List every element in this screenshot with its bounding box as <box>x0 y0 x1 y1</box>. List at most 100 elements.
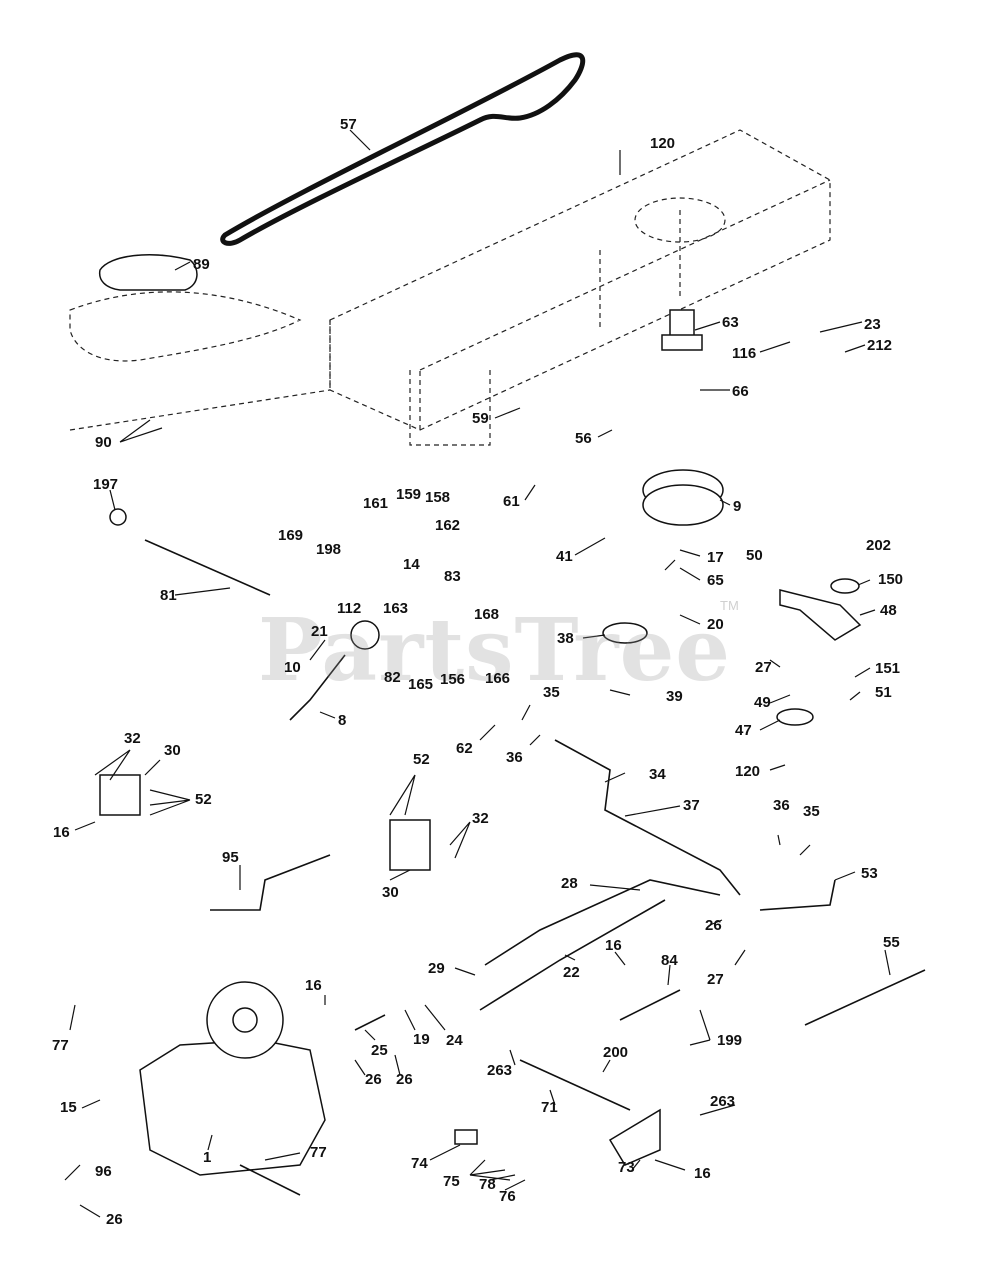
rod-8 <box>289 654 346 721</box>
callout-200: 200 <box>603 1044 629 1061</box>
frame-outline <box>69 129 831 446</box>
rod-53 <box>759 879 836 911</box>
axle-shaft <box>239 1164 301 1196</box>
callout-212: 212 <box>867 337 893 354</box>
callout-84: 84 <box>661 952 678 969</box>
rod-22 <box>479 899 666 1011</box>
callout-74: 74 <box>411 1155 428 1172</box>
callout-76: 76 <box>499 1188 516 1205</box>
callout-165: 165 <box>408 676 434 693</box>
rod-34 <box>554 739 741 896</box>
callout-10: 10 <box>284 659 301 676</box>
callout-36: 36 <box>773 797 790 814</box>
callout-20: 20 <box>707 616 724 633</box>
callout-120: 120 <box>735 763 761 780</box>
callout-28: 28 <box>561 875 578 892</box>
seat-part <box>98 254 198 291</box>
callout-26: 26 <box>705 917 722 934</box>
callout-75: 75 <box>443 1173 460 1190</box>
callout-77: 77 <box>310 1144 327 1161</box>
callout-66: 66 <box>732 383 749 400</box>
callout-197: 197 <box>93 476 119 493</box>
callout-166: 166 <box>485 670 511 687</box>
callout-159: 159 <box>396 486 422 503</box>
callout-9: 9 <box>733 498 742 515</box>
callout-32: 32 <box>124 730 141 747</box>
callout-22: 22 <box>563 964 580 981</box>
callout-36: 36 <box>506 749 523 766</box>
callout-21: 21 <box>311 623 328 640</box>
callout-199: 199 <box>717 1032 743 1049</box>
knob-21 <box>350 620 380 650</box>
callout-32: 32 <box>472 810 489 827</box>
callout-65: 65 <box>707 572 724 589</box>
callout-52: 52 <box>195 791 212 808</box>
callout-89: 89 <box>193 256 210 273</box>
callout-27: 27 <box>755 659 772 676</box>
callout-151: 151 <box>875 660 901 677</box>
callout-35: 35 <box>803 803 820 820</box>
bracket-73 <box>608 1108 661 1166</box>
callout-112: 112 <box>337 600 362 617</box>
callout-23: 23 <box>864 316 881 333</box>
callout-53: 53 <box>861 865 878 882</box>
callout-198: 198 <box>316 541 342 558</box>
callout-202: 202 <box>866 537 892 554</box>
callout-52: 52 <box>413 751 430 768</box>
rod-95 <box>210 854 331 911</box>
callout-16: 16 <box>694 1165 711 1182</box>
callout-17: 17 <box>707 549 724 566</box>
callout-77: 77 <box>52 1037 69 1054</box>
callout-leaders <box>64 129 891 1218</box>
idler-bracket <box>779 589 862 641</box>
callout-34: 34 <box>649 766 666 783</box>
idler-pulley-150 <box>830 578 860 594</box>
callout-263: 263 <box>710 1093 736 1110</box>
drive-belt <box>220 52 586 246</box>
callout-16: 16 <box>605 937 622 954</box>
callout-120: 120 <box>650 135 676 152</box>
callout-19: 19 <box>413 1031 430 1048</box>
callout-96: 96 <box>95 1163 112 1180</box>
callout-47: 47 <box>735 722 752 739</box>
callout-38: 38 <box>557 630 574 647</box>
callout-48: 48 <box>880 602 897 619</box>
callout-81: 81 <box>160 587 177 604</box>
callout-16: 16 <box>53 824 70 841</box>
callout-78: 78 <box>479 1176 496 1193</box>
callout-90: 90 <box>95 434 112 451</box>
callout-27: 27 <box>707 971 724 988</box>
rod-28 <box>484 879 721 966</box>
callout-158: 158 <box>425 489 451 506</box>
callout-162: 162 <box>435 517 461 534</box>
callout-55: 55 <box>883 934 900 951</box>
callout-50: 50 <box>746 547 763 564</box>
callout-61: 61 <box>503 493 520 510</box>
callout-30: 30 <box>164 742 181 759</box>
callout-37: 37 <box>683 797 700 814</box>
shaft-81 <box>144 539 271 596</box>
callout-59: 59 <box>472 410 489 427</box>
callout-156: 156 <box>440 671 466 688</box>
callout-24: 24 <box>446 1032 463 1049</box>
callout-161: 161 <box>363 495 389 512</box>
callout-169: 169 <box>278 527 304 544</box>
callout-35: 35 <box>543 684 560 701</box>
idler-pulley-47 <box>776 708 814 726</box>
callout-8: 8 <box>338 712 347 729</box>
callout-16: 16 <box>305 977 322 994</box>
callout-82: 82 <box>384 669 401 686</box>
watermark-tm: TM <box>720 598 739 613</box>
callout-14: 14 <box>403 556 420 573</box>
idler-pulley-38 <box>602 622 648 644</box>
callout-41: 41 <box>556 548 573 565</box>
spring-55 <box>804 969 926 1026</box>
callout-29: 29 <box>428 960 445 977</box>
transaxle <box>139 1039 326 1176</box>
callout-83: 83 <box>444 568 461 585</box>
callout-116: 116 <box>732 345 757 362</box>
callout-49: 49 <box>754 694 771 711</box>
rod-84 <box>619 989 681 1021</box>
callout-26: 26 <box>396 1071 413 1088</box>
